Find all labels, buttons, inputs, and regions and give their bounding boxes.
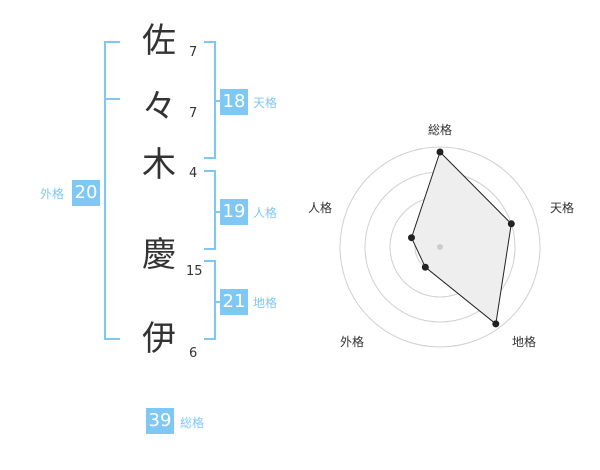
gaikaku-bracket-tick [104,98,120,100]
gaikaku-label: 外格 [40,187,65,201]
gaikaku-bracket-top [104,41,120,43]
radar-point-2 [507,220,515,228]
gaikaku-bracket-vertical [104,41,106,340]
jinkaku-bracket-bottom [204,248,216,250]
chikaku-bracket-bottom [204,338,216,340]
radar-axis-label-tenkaku: 天格 [550,201,575,215]
soukaku-label: 総格 [180,416,205,430]
stroke-count-2: 7 [189,106,198,121]
gaikaku-value-badge: 20 [72,180,100,206]
radar-point-4 [421,263,429,271]
name-char-3: 木 [142,145,176,185]
radar-point-3 [492,320,500,328]
tenkaku-label: 天格 [253,96,278,110]
tenkaku-bracket-top [204,41,216,43]
radar-point-5 [408,234,415,242]
name-char-5: 伊 [142,319,176,359]
radar-data-points [408,148,515,328]
soukaku-value-badge: 39 [146,408,174,434]
chikaku-value-badge: 21 [220,289,248,315]
chikaku-bracket-top [204,260,216,262]
jinkaku-label: 人格 [253,206,278,220]
radar-ring [339,146,541,348]
jinkaku-bracket-pointer [214,211,220,213]
radar-axis-label-jinkaku: 人格 [308,201,333,215]
tenkaku-value-badge: 18 [220,89,248,115]
stroke-count-5: 6 [189,346,198,361]
radar-center-dot [437,244,443,250]
chikaku-bracket-vertical [214,260,216,340]
jinkaku-bracket-vertical [214,170,216,250]
jinkaku-bracket-top [204,170,216,172]
radar-data-area [410,151,512,325]
jinkaku-value-badge: 19 [220,199,248,225]
radar-point-1 [436,148,444,156]
stroke-count-1: 7 [189,45,198,60]
stroke-count-4: 15 [186,264,203,279]
radar-axis-label-soukaku: 総格 [428,123,453,137]
radar-axis-label-gaikaku: 外格 [340,335,365,349]
name-char-2: 々 [142,87,176,127]
name-char-4: 慶 [142,235,176,275]
gaikaku-bracket-bottom [104,338,120,340]
name-char-1: 佐 [142,21,176,61]
tenkaku-bracket-pointer [214,100,220,102]
chikaku-label: 地格 [253,296,278,310]
radar-axis-label-chikaku: 地格 [512,335,537,349]
stroke-count-3: 4 [189,166,198,181]
tenkaku-bracket-bottom [204,157,216,159]
chikaku-bracket-pointer [214,301,220,303]
